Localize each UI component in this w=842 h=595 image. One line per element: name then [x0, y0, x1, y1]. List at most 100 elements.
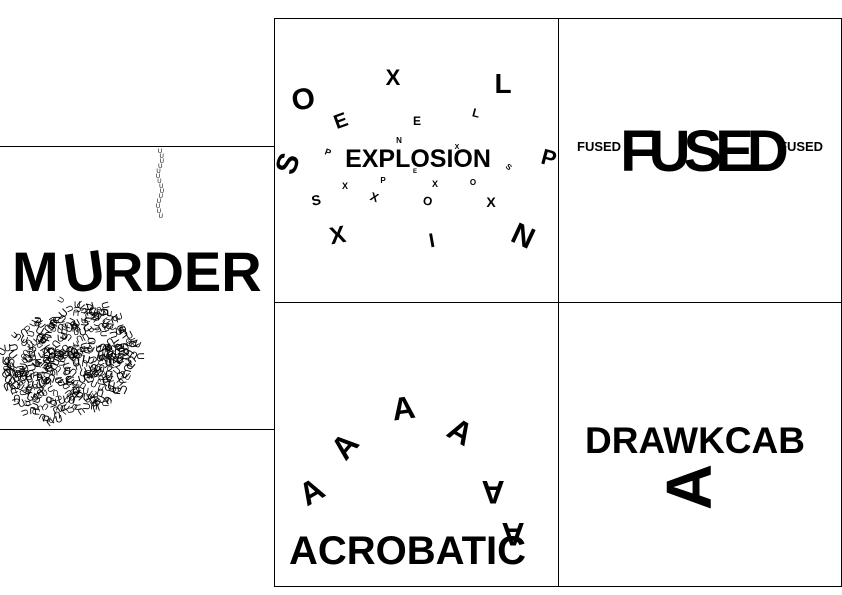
- murder-pool-letter: U: [86, 324, 96, 335]
- explosion-scatter-letter: X: [342, 181, 348, 191]
- murder-pool-letter: U: [68, 351, 79, 360]
- murder-pool-letter: U: [105, 375, 116, 383]
- murder-pool-letter: U: [50, 403, 62, 416]
- murder-pool-letter: U: [57, 360, 66, 366]
- murder-pool-letter: U: [66, 317, 79, 328]
- murder-pool-letter: U: [98, 330, 108, 337]
- murder-pool-letter: U: [25, 345, 36, 353]
- murder-pool-letter: U: [18, 362, 30, 370]
- murder-pool-letter: U: [42, 364, 55, 373]
- explosion-scatter-letter: E: [413, 169, 417, 175]
- murder-pool-letter: U: [85, 343, 96, 356]
- murder-pool-letter: U: [96, 385, 106, 398]
- murder-pool-letter: U: [126, 339, 139, 349]
- murder-pool-letter: U: [35, 330, 46, 344]
- murder-pool-letter: U: [73, 328, 79, 337]
- murder-pool-letter: U: [26, 330, 37, 339]
- murder-pool-letter: U: [18, 334, 29, 347]
- murder-pool-letter: U: [2, 356, 13, 366]
- murder-pool-letter: U: [114, 355, 124, 368]
- murder-pool-letter: U: [114, 347, 121, 357]
- murder-pool-letter: U: [41, 370, 53, 380]
- murder-pool-letter: U: [25, 391, 36, 405]
- murder-pool-letter: U: [49, 317, 59, 328]
- murder-pool-letter: U: [18, 351, 28, 362]
- murder-pool-letter: U: [37, 384, 45, 394]
- murder-pool-letter: U: [90, 399, 98, 411]
- murder-drip-letter: U: [157, 199, 161, 205]
- drawkcab-word: DRAWKCAB: [585, 420, 805, 461]
- murder-pool-letter: U: [64, 304, 76, 314]
- explosion-scatter-letter: I: [427, 230, 436, 253]
- murder-pool-letter: U: [68, 344, 80, 357]
- murder-drip-letter: U: [160, 154, 164, 160]
- murder-pool-letter: U: [79, 305, 90, 315]
- explosion-scatter-letter: N: [506, 217, 540, 256]
- murder-pool-letter: U: [59, 406, 70, 416]
- murder-pool-letter: U: [5, 380, 14, 392]
- murder-pool-letter: U: [26, 368, 37, 378]
- murder-pool-letter: U: [25, 356, 35, 363]
- murder-pool-letter: U: [9, 385, 19, 397]
- murder-pool-letter: U: [6, 377, 17, 389]
- murder-pool-letter: U: [120, 363, 133, 373]
- murder-pool-letter: U: [15, 364, 28, 374]
- murder-pool-letter: U: [42, 375, 52, 387]
- murder-pool-letter: U: [39, 345, 52, 357]
- murder-pool-letter: U: [102, 322, 111, 328]
- explosion-scatter-letter: L: [471, 105, 482, 120]
- murder-pool-letter: U: [22, 323, 33, 334]
- murder-pool-letter: U: [106, 380, 116, 393]
- murder-pool-letter: U: [100, 316, 112, 327]
- murder-pool-letter: U: [50, 397, 57, 407]
- murder-pool-letter: U: [53, 408, 61, 419]
- murder-pool-letter: U: [3, 372, 14, 384]
- murder-pool-letter: U: [109, 386, 122, 395]
- murder-pool-letter: U: [19, 408, 31, 417]
- murder-drip-letter: U: [157, 209, 161, 215]
- murder-pool-letter: U: [59, 332, 70, 343]
- murder-pool-letter: U: [91, 398, 99, 408]
- murder-pool-letter: U: [2, 363, 14, 372]
- murder-pool-letter: U: [71, 357, 81, 370]
- murder-pool-letter: U: [128, 348, 140, 361]
- murder-pool-letter: U: [83, 371, 90, 381]
- murder-pool-letter: U: [86, 355, 95, 367]
- murder-pool-letter: U: [28, 343, 34, 352]
- murder-pool-letter: U: [115, 326, 123, 338]
- murder-pool-letter: U: [40, 375, 48, 386]
- murder-pool-letter: U: [57, 333, 65, 344]
- murder-pool-letter: U: [123, 372, 132, 383]
- murder-pool-letter: U: [105, 358, 112, 368]
- murder-pool-letter: U: [89, 362, 100, 372]
- murder-pool-letter: U: [97, 368, 108, 378]
- acrobatic-arc-letter: A: [501, 516, 524, 552]
- murder-pool-letter: U: [20, 371, 29, 377]
- murder-pool-letter: U: [75, 333, 85, 345]
- murder-pool-letter: U: [45, 376, 53, 387]
- murder-pool-letter: U: [73, 351, 84, 360]
- explosion-scatter-letter: L: [494, 68, 511, 99]
- murder-pool-letter: U: [10, 330, 21, 341]
- murder-pool-letter: U: [80, 345, 92, 354]
- murder-drip-letter: U: [156, 174, 160, 180]
- murder-pool-letter: U: [16, 398, 27, 411]
- murder-pool-letter: U: [102, 394, 113, 406]
- murder-pool-letter: U: [90, 310, 103, 321]
- murder-pool-letter: U: [55, 316, 67, 326]
- murder-pool-letter: U: [76, 405, 87, 417]
- murder-pool-letter: U: [63, 331, 74, 343]
- murder-pool-letter: U: [73, 384, 85, 395]
- murder-pool-letter: U: [67, 351, 78, 361]
- murder-pool-letter: U: [23, 337, 34, 347]
- explosion-word: EXPLOSION: [345, 145, 491, 173]
- murder-pool-letter: U: [121, 340, 129, 351]
- murder-pool-letter: U: [70, 343, 81, 352]
- murder-pool-letter: U: [61, 402, 71, 413]
- murder-pool-letter: U: [43, 354, 53, 366]
- murder-pool-letter: U: [20, 347, 30, 358]
- murder-pool-letter: U: [61, 322, 67, 331]
- murder-pool-letter: U: [82, 311, 94, 319]
